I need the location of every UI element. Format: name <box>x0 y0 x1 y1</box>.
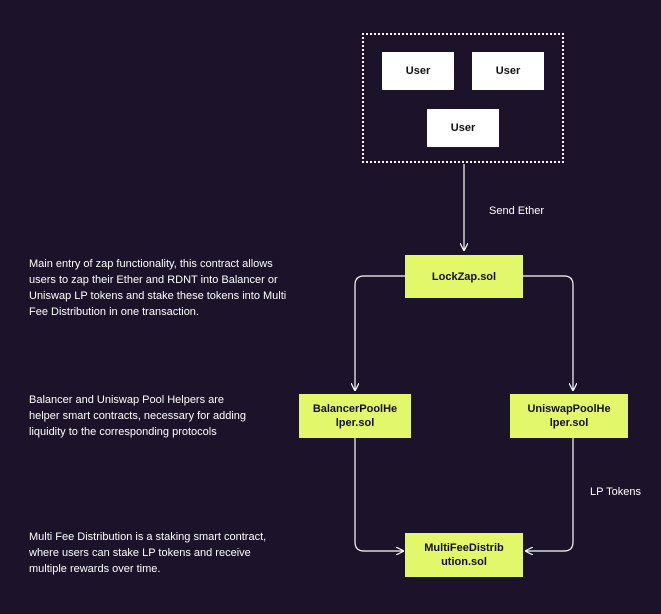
edge-lockzap-to-uniswap <box>523 275 573 390</box>
description-pool-helpers: Balancer and Uniswap Pool Helpers are he… <box>29 394 247 438</box>
edge-lockzap-to-balancer <box>355 275 405 390</box>
node-lockzap: LockZap.sol <box>405 255 523 298</box>
node-multifee-distribution: MultiFeeDistrib ution.sol <box>405 533 523 577</box>
user-node-3: User <box>427 109 499 147</box>
description-multifee: Multi Fee Distribution is a staking smar… <box>29 531 267 575</box>
edge-uniswap-to-multifee <box>526 438 574 551</box>
edge-label-lp-tokens: LP Tokens <box>590 486 641 498</box>
description-lockzap: Main entry of zap functionality, this co… <box>29 258 287 318</box>
edge-balancer-to-multifee <box>354 438 403 551</box>
node-uniswap-pool-helper: UniswapPoolHe lper.sol <box>510 394 628 438</box>
user-node-2: User <box>472 52 544 90</box>
node-balancer-pool-helper: BalancerPoolHe lper.sol <box>299 394 411 438</box>
user-node-1: User <box>382 52 454 90</box>
users-group <box>362 33 564 163</box>
edge-label-send-ether: Send Ether <box>489 205 545 217</box>
